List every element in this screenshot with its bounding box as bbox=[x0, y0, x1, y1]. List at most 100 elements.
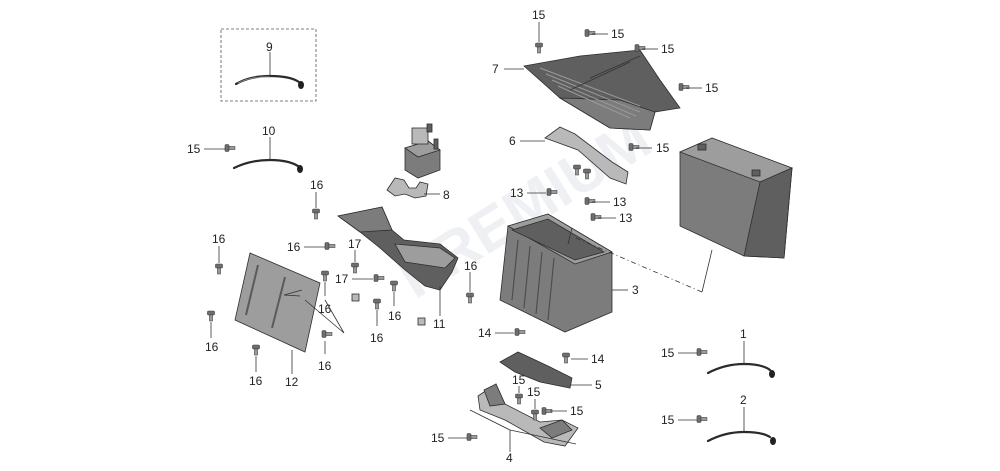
label-15-i: 15 bbox=[570, 404, 584, 418]
leader-4-b bbox=[509, 429, 577, 445]
bolt-15-icon bbox=[696, 348, 708, 356]
label-15-d: 15 bbox=[661, 42, 675, 56]
part-9-cable-highlight bbox=[237, 76, 271, 84]
relay-terminal-2 bbox=[433, 138, 439, 150]
fasteners-13: 13 13 13 bbox=[510, 186, 633, 225]
part-5-plate-group: 5 bbox=[499, 351, 602, 392]
label-15-g: 15 bbox=[512, 373, 526, 387]
label-12: 12 bbox=[285, 375, 299, 389]
battery-terminal-2 bbox=[751, 169, 761, 177]
bolt-15-icon bbox=[584, 29, 596, 37]
label-16-a: 16 bbox=[310, 178, 324, 192]
leader-16-f-split bbox=[304, 299, 345, 334]
part-6-bracket bbox=[544, 126, 629, 185]
label-15-j: 15 bbox=[431, 431, 445, 445]
relay-terminal-1 bbox=[426, 123, 433, 133]
fasteners-17: 17 17 bbox=[335, 237, 385, 286]
part-7-ribs bbox=[539, 67, 641, 119]
battery-group bbox=[575, 137, 794, 293]
part-4-bracket-tab bbox=[483, 383, 506, 407]
part-4-bracket-foot bbox=[539, 419, 573, 439]
part-2-cable-terminal bbox=[770, 437, 776, 445]
part-1-cable-group: 1 15 bbox=[661, 327, 775, 378]
part-6-bracket-group: 6 15 bbox=[509, 126, 670, 185]
part-3-arrow bbox=[567, 227, 573, 245]
part-12-cover-group: 12 bbox=[234, 252, 321, 389]
part-11-tray-flap bbox=[337, 206, 393, 233]
label-15-a: 15 bbox=[187, 142, 201, 156]
label-15-f: 15 bbox=[656, 141, 670, 155]
bolt-16-icon bbox=[466, 292, 474, 304]
part-4-bracket-group: 4 bbox=[469, 383, 579, 465]
clip-nut bbox=[417, 317, 426, 326]
bolt-15-icon bbox=[696, 415, 708, 423]
part-12-rib-2 bbox=[271, 276, 286, 329]
part-12-rib-1 bbox=[245, 264, 259, 316]
part-9-cable-terminal bbox=[298, 81, 304, 89]
part-3-box-ribs bbox=[511, 239, 555, 321]
bolt-17-icon bbox=[351, 262, 359, 274]
bolt-14-icon bbox=[562, 352, 570, 364]
part-1-cable bbox=[706, 362, 772, 375]
bolt-14-icon bbox=[514, 328, 526, 336]
label-8: 8 bbox=[443, 188, 450, 202]
part-10-cable-terminal bbox=[297, 165, 303, 173]
battery-side bbox=[743, 167, 793, 259]
part-9-cable-group: 9 bbox=[220, 28, 317, 102]
part-10-cable-group: 10 bbox=[232, 124, 303, 173]
part-7-top-cover-group: 7 bbox=[492, 49, 681, 131]
label-16-b: 16 bbox=[212, 232, 226, 246]
label-15-k: 15 bbox=[661, 346, 675, 360]
part-11-tray-top bbox=[394, 243, 456, 269]
part-12-arrow bbox=[283, 289, 303, 297]
label-16-d: 16 bbox=[205, 340, 219, 354]
label-13-c: 13 bbox=[619, 211, 633, 225]
label-15-h: 15 bbox=[527, 385, 541, 399]
bolt-17-icon bbox=[373, 274, 385, 282]
label-6: 6 bbox=[509, 134, 516, 148]
label-17-a: 17 bbox=[348, 237, 362, 251]
part-11-tray-group: 11 bbox=[337, 206, 459, 331]
label-14-a: 14 bbox=[478, 326, 492, 340]
clip-nut bbox=[351, 293, 360, 302]
bolt-15-icon bbox=[535, 42, 543, 54]
part-5-plate bbox=[499, 351, 573, 389]
label-4: 4 bbox=[506, 451, 513, 465]
part-8-bracket bbox=[386, 177, 429, 199]
battery-terminal-1 bbox=[697, 143, 707, 151]
bolt-15-icon bbox=[466, 433, 478, 441]
label-16-f: 16 bbox=[318, 302, 332, 316]
label-16-e: 16 bbox=[249, 374, 263, 388]
bolt-16-icon bbox=[321, 270, 329, 282]
label-16-j: 16 bbox=[464, 259, 478, 273]
part-3-battery-box-group: 3 bbox=[499, 213, 639, 333]
label-2: 2 bbox=[740, 393, 747, 407]
bolt-16-icon bbox=[312, 208, 320, 220]
label-5: 5 bbox=[595, 378, 602, 392]
part-2-cable bbox=[706, 430, 772, 443]
bolt-15-near-10: 15 bbox=[187, 142, 236, 156]
battery-install-line-end bbox=[701, 249, 713, 293]
label-14-b: 14 bbox=[591, 352, 605, 366]
fasteners-15-bottom: 15 15 15 15 bbox=[431, 373, 584, 445]
bolt-15-icon bbox=[678, 83, 690, 91]
part-1-cable-terminal bbox=[769, 370, 775, 378]
label-13-a: 13 bbox=[510, 186, 524, 200]
label-16-c: 16 bbox=[287, 240, 301, 254]
bolt-13-icon bbox=[590, 213, 602, 221]
label-15-e: 15 bbox=[705, 81, 719, 95]
label-13-b: 13 bbox=[613, 195, 627, 209]
label-16-h: 16 bbox=[370, 331, 384, 345]
fasteners-15-top: 15 15 15 15 bbox=[532, 8, 719, 95]
battery-install-line bbox=[575, 237, 703, 293]
label-1: 1 bbox=[740, 327, 747, 341]
label-10: 10 bbox=[262, 124, 276, 138]
bolt-16-icon bbox=[324, 242, 336, 250]
part-8-relay-group: 8 bbox=[386, 123, 450, 202]
bolt-15-icon bbox=[515, 393, 523, 405]
label-15-l: 15 bbox=[661, 413, 675, 427]
part-9-dashed-frame bbox=[220, 28, 317, 102]
label-3: 3 bbox=[632, 283, 639, 297]
label-15-b: 15 bbox=[532, 8, 546, 22]
